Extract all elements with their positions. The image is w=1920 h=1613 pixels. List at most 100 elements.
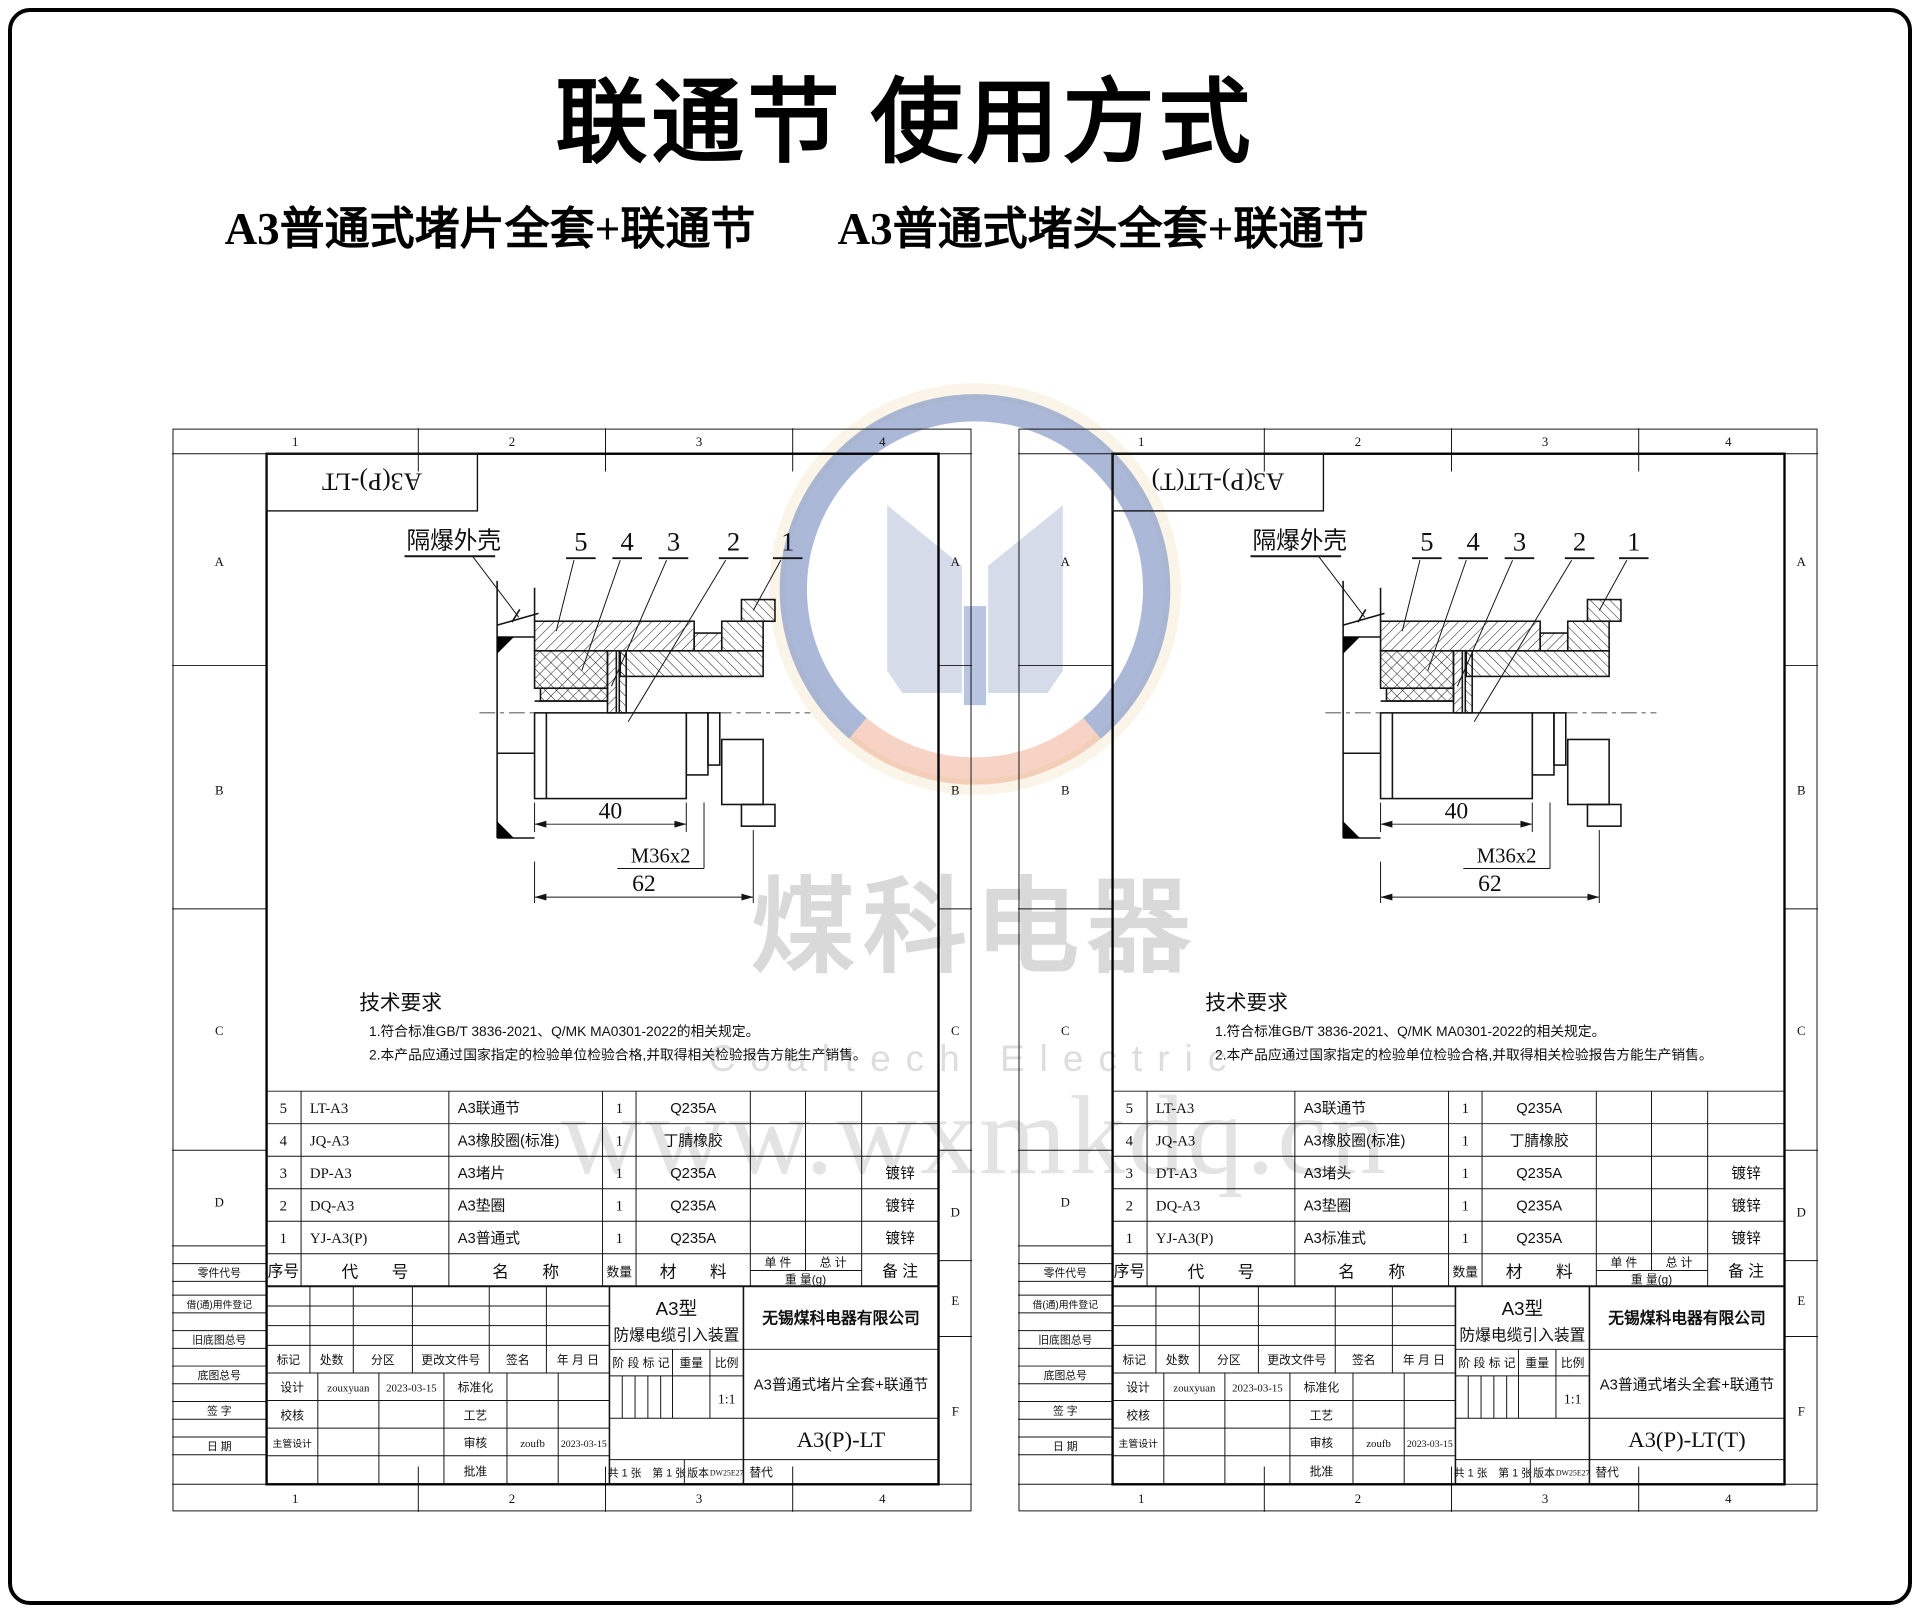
bom-name: A3普通式: [458, 1230, 521, 1247]
bom-name: A3堵片: [458, 1165, 506, 1182]
tb-chief: 主管设计: [273, 1437, 313, 1450]
part-number: 1: [781, 526, 794, 556]
enclosure-wall: [496, 580, 539, 839]
coaltech-logo-watermark: [769, 383, 1181, 795]
url-watermark: www.wxmkdq.cn: [560, 1074, 1390, 1198]
tb-approve: 批准: [1310, 1464, 1334, 1478]
tb-scale-value: 1:1: [718, 1391, 736, 1406]
margin-base: 底图总号: [198, 1368, 241, 1382]
tb-audit-name: zoufb: [1366, 1438, 1391, 1450]
title-block-texts: 标记 处数 分区 更改文件号 签名 年 月 日 设计 zouxyuan 2023…: [1119, 1298, 1775, 1480]
dim-62: 62: [632, 871, 656, 897]
subtitle-right: A3普通式堵头全套+联通节: [837, 204, 1369, 254]
product-type-cell: A3型 防爆电缆引入装置: [1459, 1298, 1585, 1345]
bom-row: 1 YJ-A3(P) A3标准式 1 Q235A 镀锌: [1126, 1230, 1761, 1247]
zone-row-label: A: [951, 555, 961, 569]
bom-h-material: 材 料: [660, 1262, 727, 1281]
bom-seq: 5: [280, 1101, 287, 1117]
margin-labels: 零件代号 借(通)用件登记 旧底图总号 底图总号 签 字 日 期: [1032, 1266, 1098, 1452]
bom-row: 3 DP-A3 A3堵片 1 Q235A 镀锌: [280, 1165, 915, 1182]
bom-row: 4 JQ-A3 A3橡胶圈(标准) 1 丁腈橡胶: [280, 1132, 723, 1149]
zone-col-label: 4: [1725, 1492, 1732, 1506]
bottom-row: 共 1 张 第 1 张 版本 DW25E27 替代: [608, 1465, 773, 1479]
bom-row: 5 LT-A3 A3联通节 1 Q235A: [1126, 1100, 1563, 1117]
product-name: A3普通式堵片全套+联通节: [754, 1376, 928, 1394]
bom-rows: 5 LT-A3 A3联通节 1 Q235A 4 JQ-A3 A3橡胶圈(标准) …: [1126, 1100, 1761, 1247]
bom-name: A3垫圈: [458, 1197, 506, 1214]
bom-code: LT-A3: [1156, 1101, 1194, 1117]
margin-labels: 零件代号 借(通)用件登记 旧底图总号 底图总号 签 字 日 期: [186, 1266, 252, 1452]
dimension-texts: 40 M36x2 62: [599, 798, 691, 897]
bom-seq: 1: [280, 1231, 287, 1247]
bom-h-total: 总 计: [820, 1256, 847, 1270]
zone-col-label: 4: [879, 435, 886, 449]
tb-design: 设计: [280, 1381, 304, 1395]
tech-requirements: 技术要求 1.符合标准GB/T 3836-2021、Q/MK MA0301-20…: [359, 991, 867, 1062]
bom-qty: 1: [616, 1133, 623, 1149]
bom-code: YJ-A3(P): [1156, 1231, 1214, 1247]
zone-row-label: C: [215, 1024, 224, 1038]
dim-40: 40: [1445, 798, 1469, 824]
tb-weight: 重量: [1525, 1356, 1549, 1370]
gland-cross-section-figure: 隔爆外壳 5 4 3 2 1: [404, 526, 811, 904]
bom-name: A3橡胶圈(标准): [1304, 1132, 1406, 1149]
tb-replace: 替代: [1595, 1465, 1619, 1479]
zone-col-label: 1: [1138, 435, 1144, 449]
margin-base: 底图总号: [1044, 1368, 1087, 1382]
bom-h-weight: 重 量(g): [785, 1272, 826, 1286]
page-title: 联通节 使用方式: [555, 72, 1255, 174]
product-type-cell: A3型 防爆电缆引入装置: [613, 1298, 739, 1345]
tb-version-label: 版本: [1533, 1465, 1555, 1479]
margin-part-code: 零件代号: [198, 1266, 241, 1279]
bom-material: Q235A: [1516, 1198, 1562, 1214]
tb-design-name: zouxyuan: [327, 1383, 370, 1395]
bom-name: A3标准式: [1304, 1230, 1367, 1247]
product-name: A3普通式堵头全套+联通节: [1600, 1376, 1774, 1394]
sign-rows: 设计 zouxyuan 2023-03-15 标准化 校核 工艺 主管设计 审核…: [1119, 1381, 1453, 1479]
enclosure-label: 隔爆外壳: [1252, 527, 1346, 554]
margin-old-base: 旧底图总号: [192, 1332, 246, 1346]
zone-labels: 1 2 3 4 1 2 3 4 A B C D A B C D E F: [1061, 435, 1807, 1506]
tb-change-file: 更改文件号: [1267, 1353, 1326, 1367]
bom-seq: 5: [1126, 1101, 1133, 1117]
bom-material: Q235A: [670, 1198, 716, 1214]
tb-scale: 比例: [1561, 1356, 1585, 1370]
tech-line-1: 1.符合标准GB/T 3836-2021、Q/MK MA0301-2022的相关…: [1215, 1024, 1605, 1039]
tb-type-1: A3型: [656, 1298, 698, 1319]
bom-row: 2 DQ-A3 A3垫圈 1 Q235A 镀锌: [1126, 1197, 1761, 1214]
tb-standard: 标准化: [458, 1381, 494, 1395]
zone-row-label: C: [1797, 1024, 1806, 1038]
bom-h-name: 名 称: [492, 1262, 559, 1281]
zone-col-label: 4: [1725, 435, 1732, 449]
gland-cross-section-figure: 隔爆外壳 5 4 3 2 1: [1250, 526, 1657, 904]
tech-title: 技术要求: [359, 991, 442, 1014]
bom-h-code: 代 号: [341, 1262, 408, 1281]
tech-line-2: 2.本产品应通过国家指定的检验单位检验合格,并取得相关检验报告方能生产销售。: [369, 1047, 867, 1063]
margin-borrow: 借(通)用件登记: [186, 1298, 252, 1311]
bom-material: Q235A: [1516, 1166, 1562, 1182]
sheet-svg: 1 2 3 4 1 2 3 4 A B C D A B C D E F A3(P…: [1018, 428, 1818, 1512]
tb-design-date: 2023-03-15: [1232, 1383, 1283, 1395]
bom-row: 5 LT-A3 A3联通节 1 Q235A: [280, 1100, 717, 1117]
corner-code: A3(P)-LT(T): [1152, 467, 1285, 496]
tb-signature: 签名: [506, 1353, 530, 1367]
bom-seq: 3: [280, 1166, 287, 1182]
tb-ymd: 年 月 日: [1403, 1353, 1445, 1367]
part-number: 1: [1627, 526, 1640, 556]
dimensions: [1380, 802, 1600, 904]
tb-audit-name: zoufb: [520, 1438, 545, 1450]
tb-standard: 标准化: [1304, 1381, 1340, 1395]
tb-zone: 分区: [1217, 1353, 1241, 1367]
margin-boxes: [1018, 1245, 1113, 1456]
dimension-arrows: [534, 820, 754, 901]
dimensions: [534, 802, 754, 904]
bom-grid: [266, 1090, 939, 1288]
bom-qty: 1: [616, 1231, 623, 1247]
enclosure-label: 隔爆外壳: [406, 527, 500, 554]
tb-signature: 签名: [1352, 1353, 1376, 1367]
margin-part-code: 零件代号: [1044, 1266, 1087, 1279]
bom-qty: 1: [1462, 1133, 1469, 1149]
tb-type-2: 防爆电缆引入装置: [1459, 1325, 1585, 1344]
title-block-grid: [1112, 1286, 1785, 1485]
bom-h-seq: 序号: [1114, 1262, 1146, 1280]
